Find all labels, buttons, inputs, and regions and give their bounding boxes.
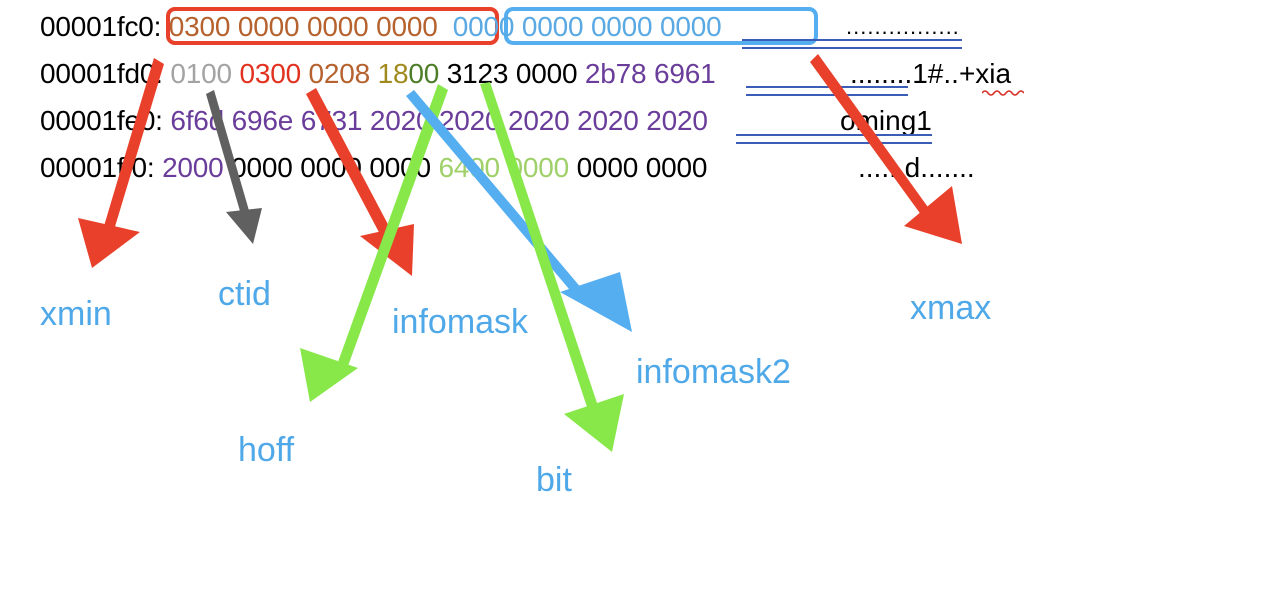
infomask-arrow — [306, 88, 414, 276]
xmin-highlight-box — [166, 7, 499, 45]
xmax-label: xmax — [910, 289, 992, 327]
infomask2-arrow — [406, 90, 632, 332]
row-2-word-7: 2b78 — [584, 58, 647, 89]
row-1-offset: 00001fc0: — [40, 11, 162, 42]
row-1-double-underline — [742, 39, 962, 49]
row-4-word-8: 0000 — [645, 152, 708, 183]
row-1-word-8: 0000 — [660, 11, 722, 42]
row-3-word-6: 2020 — [508, 105, 570, 136]
xmin-arrow — [78, 58, 164, 268]
ctid-label: ctid — [218, 275, 271, 313]
ctid-arrow — [206, 90, 262, 244]
row-3-word-8: 2020 — [646, 105, 708, 136]
row-1-word-1: 0300 — [168, 11, 231, 42]
row-2-word-8: 6961 — [654, 58, 716, 89]
bit-label: bit — [536, 461, 572, 499]
row-2-word-4-hi: 18 — [377, 58, 409, 89]
row-4-word-2: 0000 — [231, 152, 293, 183]
row-3-word-2: 696e — [231, 105, 294, 136]
row-2-word-4: 1800 — [378, 58, 440, 89]
infomask2-label: infomask2 — [636, 353, 791, 391]
row-1-word-3: 0000 — [306, 11, 369, 42]
row-3-word-7: 2020 — [577, 105, 639, 136]
row-2-word-3: 0208 — [308, 58, 371, 89]
xmax-highlight-box — [504, 7, 818, 45]
row-4-word-7: 0000 — [576, 152, 639, 183]
row-2-word-4-lo: 00 — [408, 58, 440, 89]
row-1-word-2: 0000 — [237, 11, 300, 42]
xmin-label: xmin — [40, 295, 112, 333]
row-1-word-4: 0000 — [376, 11, 438, 42]
hoff-label: hoff — [238, 431, 295, 469]
row-2-word-1: 0100 — [170, 58, 232, 89]
row-4-ascii: ......d....... — [858, 152, 975, 183]
hoff-arrow — [300, 84, 448, 402]
row-2-ascii: ........1#..+xia — [850, 58, 1012, 89]
row-2-word-6: 0000 — [515, 58, 578, 89]
row-1-word-6: 0000 — [521, 11, 584, 42]
spellcheck-squiggle — [982, 90, 1024, 96]
row-2-word-2: 0300 — [239, 58, 301, 89]
row-2-word-5: 3123 — [446, 58, 509, 89]
row-1-ascii: ................ — [846, 14, 960, 39]
infomask-label: infomask — [392, 303, 529, 341]
row-2-double-underline — [746, 86, 908, 96]
row-4-word-1: 2000 — [162, 152, 224, 183]
xmax-arrow — [810, 54, 962, 244]
row-1-word-5: 0000 — [452, 11, 515, 42]
hex-row-2: 00001fd0: 0100 0300 0208 1800 3123 0000 … — [40, 57, 716, 91]
row-2-offset: 00001fd0: — [40, 58, 163, 89]
bit-arrow — [480, 82, 624, 452]
hex-row-1: 00001fc0: 0300 0000 0000 0000 0000 0000 … — [40, 10, 722, 44]
row-3-double-underline — [736, 134, 932, 144]
row-1-word-7: 0000 — [590, 11, 653, 42]
